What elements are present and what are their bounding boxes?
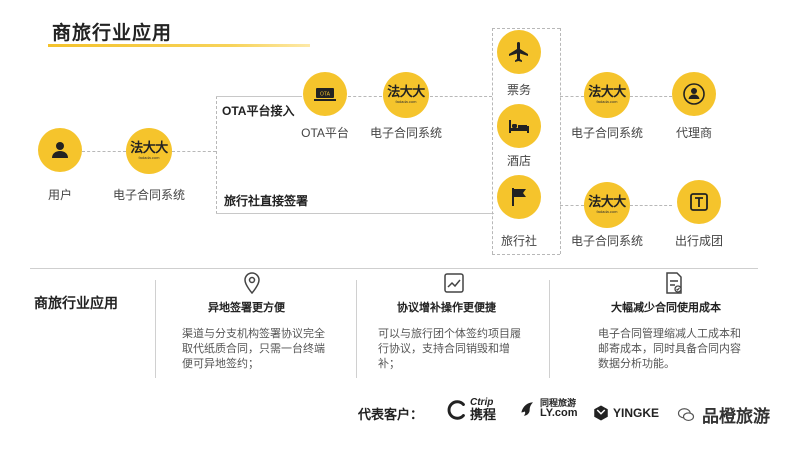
connector-bottomcontract-group	[630, 205, 672, 206]
ota-node: OTA	[303, 72, 347, 116]
ctrip-text-bottom: 携程	[470, 407, 497, 422]
group-label: 出行成团	[674, 234, 723, 248]
connector-topcontract-agent	[630, 96, 672, 97]
ctrip-logo-icon	[447, 399, 465, 420]
connector-contract-branch	[172, 151, 216, 152]
route-direct-label: 旅行社直接签署	[224, 194, 309, 208]
connector-user-contract	[82, 151, 126, 152]
hotel-node	[497, 104, 541, 148]
user-node	[38, 128, 82, 172]
ticket-label: 票务	[506, 83, 531, 97]
column-text-3: 电子合同管理缩减人工成本和邮寄成本，同时具备合同内容数据分析功能。	[598, 328, 741, 370]
ota-label: OTA平台	[301, 126, 349, 140]
user-label: 用户	[47, 188, 72, 202]
column-text-1: 渠道与分支机构签署协议完全取代纸质合同，只需一台终端便可异地签约；	[182, 328, 325, 370]
clients-label: 代表客户：	[358, 407, 424, 422]
contract-label-left: 电子合同系统	[112, 188, 185, 202]
flag-icon	[512, 188, 526, 206]
ly-text-bottom: LY.com	[540, 407, 578, 419]
connector-contract-services	[430, 96, 492, 97]
client-ly: 同程旅游 LY.com	[518, 399, 578, 419]
fadada-logo-icon: 法大大 fadada.com	[588, 195, 626, 214]
column-divider-2	[356, 280, 357, 378]
contract-node-ota: 法大大 fadada.com	[383, 72, 429, 118]
fadada-logo-icon: 法大大 fadada.com	[588, 85, 626, 104]
route-ota-label: OTA平台接入	[222, 104, 295, 118]
page-title: 商旅行业应用	[52, 23, 173, 44]
column-heading-1: 异地签署更方便	[208, 302, 285, 314]
column-divider-1	[155, 280, 156, 378]
hotel-label: 酒店	[506, 154, 531, 168]
contract-label-top-right: 电子合同系统	[570, 126, 643, 140]
ticket-node	[497, 30, 541, 74]
connector-services-bottomcontract	[560, 205, 584, 206]
section-divider	[30, 268, 758, 269]
ly-text-top: 同程旅游	[540, 398, 577, 408]
group-node	[677, 180, 721, 224]
bed-icon	[509, 120, 529, 133]
agent-label: 代理商	[675, 126, 712, 140]
agent-people-icon	[683, 83, 705, 105]
fadada-logo-icon: 法大大 fadada.com	[130, 141, 168, 160]
column-heading-2: 协议增补操作更便捷	[397, 302, 496, 314]
connector-ota-contract	[348, 96, 382, 97]
contract-node-bottom-right: 法大大 fadada.com	[584, 182, 630, 228]
airplane-icon	[509, 42, 528, 62]
connector-services-bottom	[492, 254, 560, 255]
wechat-icon	[677, 408, 695, 421]
connector-services-top	[492, 28, 560, 29]
svg-text:OTA: OTA	[320, 92, 331, 98]
client-yingke: YINGKE	[592, 404, 659, 422]
connector-branch-vertical	[216, 96, 217, 214]
yingke-logo-icon	[594, 405, 608, 421]
contract-label-ota: 电子合同系统	[369, 126, 442, 140]
document-check-icon	[666, 272, 682, 294]
agency-label: 旅行社	[500, 234, 537, 248]
agency-node	[497, 175, 541, 219]
title-underline	[48, 44, 310, 47]
user-icon	[52, 142, 68, 158]
contract-node-top-right: 法大大 fadada.com	[584, 72, 630, 118]
connector-ota-route	[216, 96, 302, 97]
contract-label-bottom-right: 电子合同系统	[570, 234, 643, 248]
column-text-2: 可以与旅行团个体签约项目履行协议，支持合同销毁和增补；	[378, 328, 521, 370]
connector-direct-route	[216, 213, 494, 214]
ctrip-text-top: Ctrip	[470, 397, 494, 408]
contract-node-left: 法大大 fadada.com	[126, 128, 172, 174]
ly-logo-icon	[521, 402, 533, 416]
client-ctrip: Ctrip 携程	[446, 398, 496, 421]
column-divider-3	[549, 280, 550, 378]
connector-services-left	[492, 28, 493, 254]
location-pin-icon	[244, 272, 260, 295]
section-title: 商旅行业应用	[34, 295, 118, 311]
yingke-text: YINGKE	[613, 406, 660, 420]
connector-services-right	[560, 28, 561, 254]
edit-square-icon	[690, 193, 708, 211]
agent-node	[672, 72, 716, 116]
column-heading-3: 大幅减少合同使用成本	[611, 302, 721, 314]
ota-laptop-icon: OTA	[314, 88, 336, 101]
connector-services-topcontract	[560, 96, 584, 97]
fadada-logo-icon: 法大大 fadada.com	[387, 85, 425, 104]
chart-trend-icon	[444, 273, 464, 293]
brand-watermark: 品橙旅游	[702, 407, 770, 427]
